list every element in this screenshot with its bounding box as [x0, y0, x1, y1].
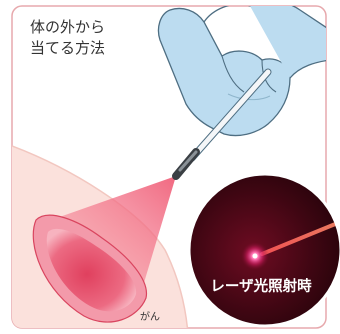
panel-title-line2: 当てる方法: [30, 39, 105, 57]
tumor-label: がん: [140, 310, 160, 323]
inset-caption: レーザ光照射時: [210, 277, 312, 295]
panel-title-line1: 体の外から: [30, 18, 105, 36]
laser-dot: [253, 254, 258, 259]
